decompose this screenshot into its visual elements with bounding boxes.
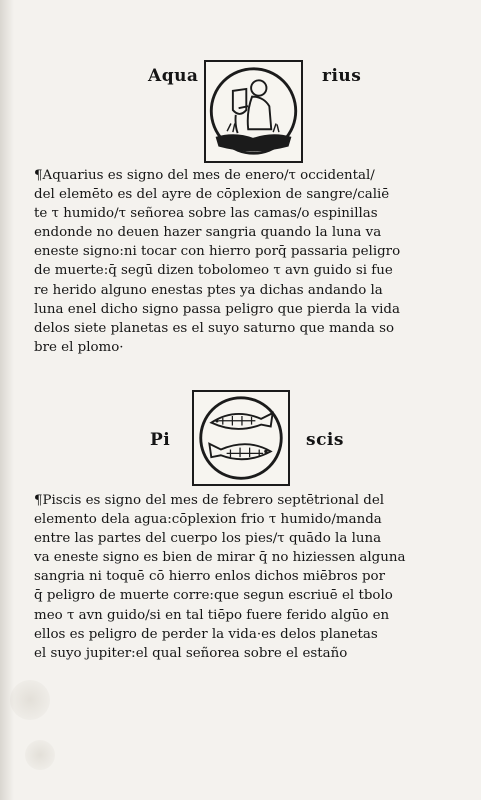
- text-line: ¶Piscis es signo del mes de febrero sept…: [34, 493, 385, 508]
- text-line: meo τ avn guido/si en tal tiēpo fuere fe…: [34, 607, 390, 623]
- aquarius-heading-left: Aqua: [148, 66, 199, 86]
- text-line: el suyo jupiter:el qual señorea sobre el…: [34, 645, 348, 661]
- text-line: endonde no deuen hazer sangria quando la…: [34, 225, 382, 241]
- text-line: bre el plomo·: [34, 339, 124, 355]
- text-line: elemento dela agua:cōplexion frio τ humi…: [34, 512, 382, 528]
- text-line: eneste signo:ni tocar con hierro porq̄ p…: [34, 244, 401, 260]
- text-line: del elemēto es del ayre de cōplexion de …: [34, 187, 390, 203]
- text-line: delos siete planetas es el suyo saturno …: [34, 320, 395, 336]
- text-line: re herido alguno enestas ptes ya dichas …: [34, 282, 383, 298]
- text-line: te τ humido/τ señorea sobre las camas/o …: [34, 206, 378, 222]
- text-line: de muerte:q̄ segū dizen tobolomeo τ avn …: [34, 263, 393, 279]
- text-line: entre las partes del cuerpo los pies/τ q…: [34, 531, 382, 547]
- aquarius-paragraph: ¶Aquarius es signo del mes de enero/τ oc…: [34, 166, 466, 357]
- aquarius-woodcut-art: [209, 67, 298, 155]
- text-line: va eneste signo es bien de mirar q̄ no h…: [34, 550, 406, 566]
- page-edge-shadow: [0, 0, 14, 800]
- text-line: q̄ peligro de muerte corre:que segun esc…: [34, 588, 393, 604]
- pisces-heading-right: scis: [306, 430, 344, 450]
- pisces-paragraph: ¶Piscis es signo del mes de febrero sept…: [34, 491, 466, 663]
- pisces-woodcut: [192, 390, 290, 486]
- pisces-heading-left: Pi: [150, 430, 171, 450]
- pisces-woodcut-art: [199, 396, 283, 480]
- text-line: ¶Aquarius es signo del mes de enero/τ oc…: [34, 168, 375, 183]
- paper-stain: [25, 740, 55, 770]
- text-line: luna enel dicho signo passa peligro que …: [34, 301, 400, 317]
- aquarius-woodcut: [204, 60, 303, 163]
- paper-stain: [10, 680, 50, 720]
- aquarius-heading-right: rius: [322, 66, 362, 86]
- text-line: ellos es peligro de perder la vida·es de…: [34, 626, 378, 642]
- text-line: sangria ni toquē cō hierro enlos dichos …: [34, 569, 386, 585]
